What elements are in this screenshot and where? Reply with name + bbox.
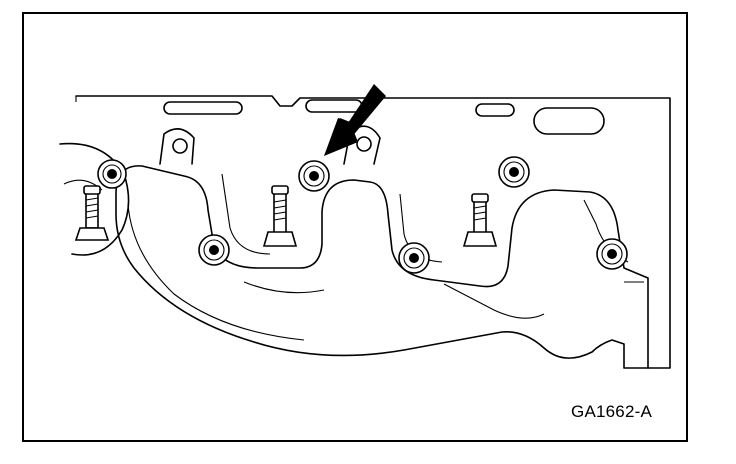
- exhaust-manifold-illustration: [59, 84, 671, 369]
- stud-1: [74, 185, 110, 241]
- nut-upper-1: [97, 159, 127, 189]
- stud-2: [262, 185, 298, 247]
- nut-lower-2: [398, 242, 430, 274]
- figure-code-label: GA1662-A: [571, 402, 652, 421]
- mounting-tab-left: [159, 128, 195, 165]
- callout-arrow: [324, 84, 386, 156]
- stud-3: [462, 193, 498, 247]
- manifold-gasket-plate: [75, 95, 671, 369]
- nut-upper-2: [298, 160, 330, 192]
- manifold-body: [115, 165, 649, 369]
- figure-frame: GA1662-A: [22, 12, 688, 442]
- nut-upper-3: [498, 156, 530, 188]
- nut-lower-3: [596, 238, 628, 270]
- nut-lower-1: [198, 234, 230, 266]
